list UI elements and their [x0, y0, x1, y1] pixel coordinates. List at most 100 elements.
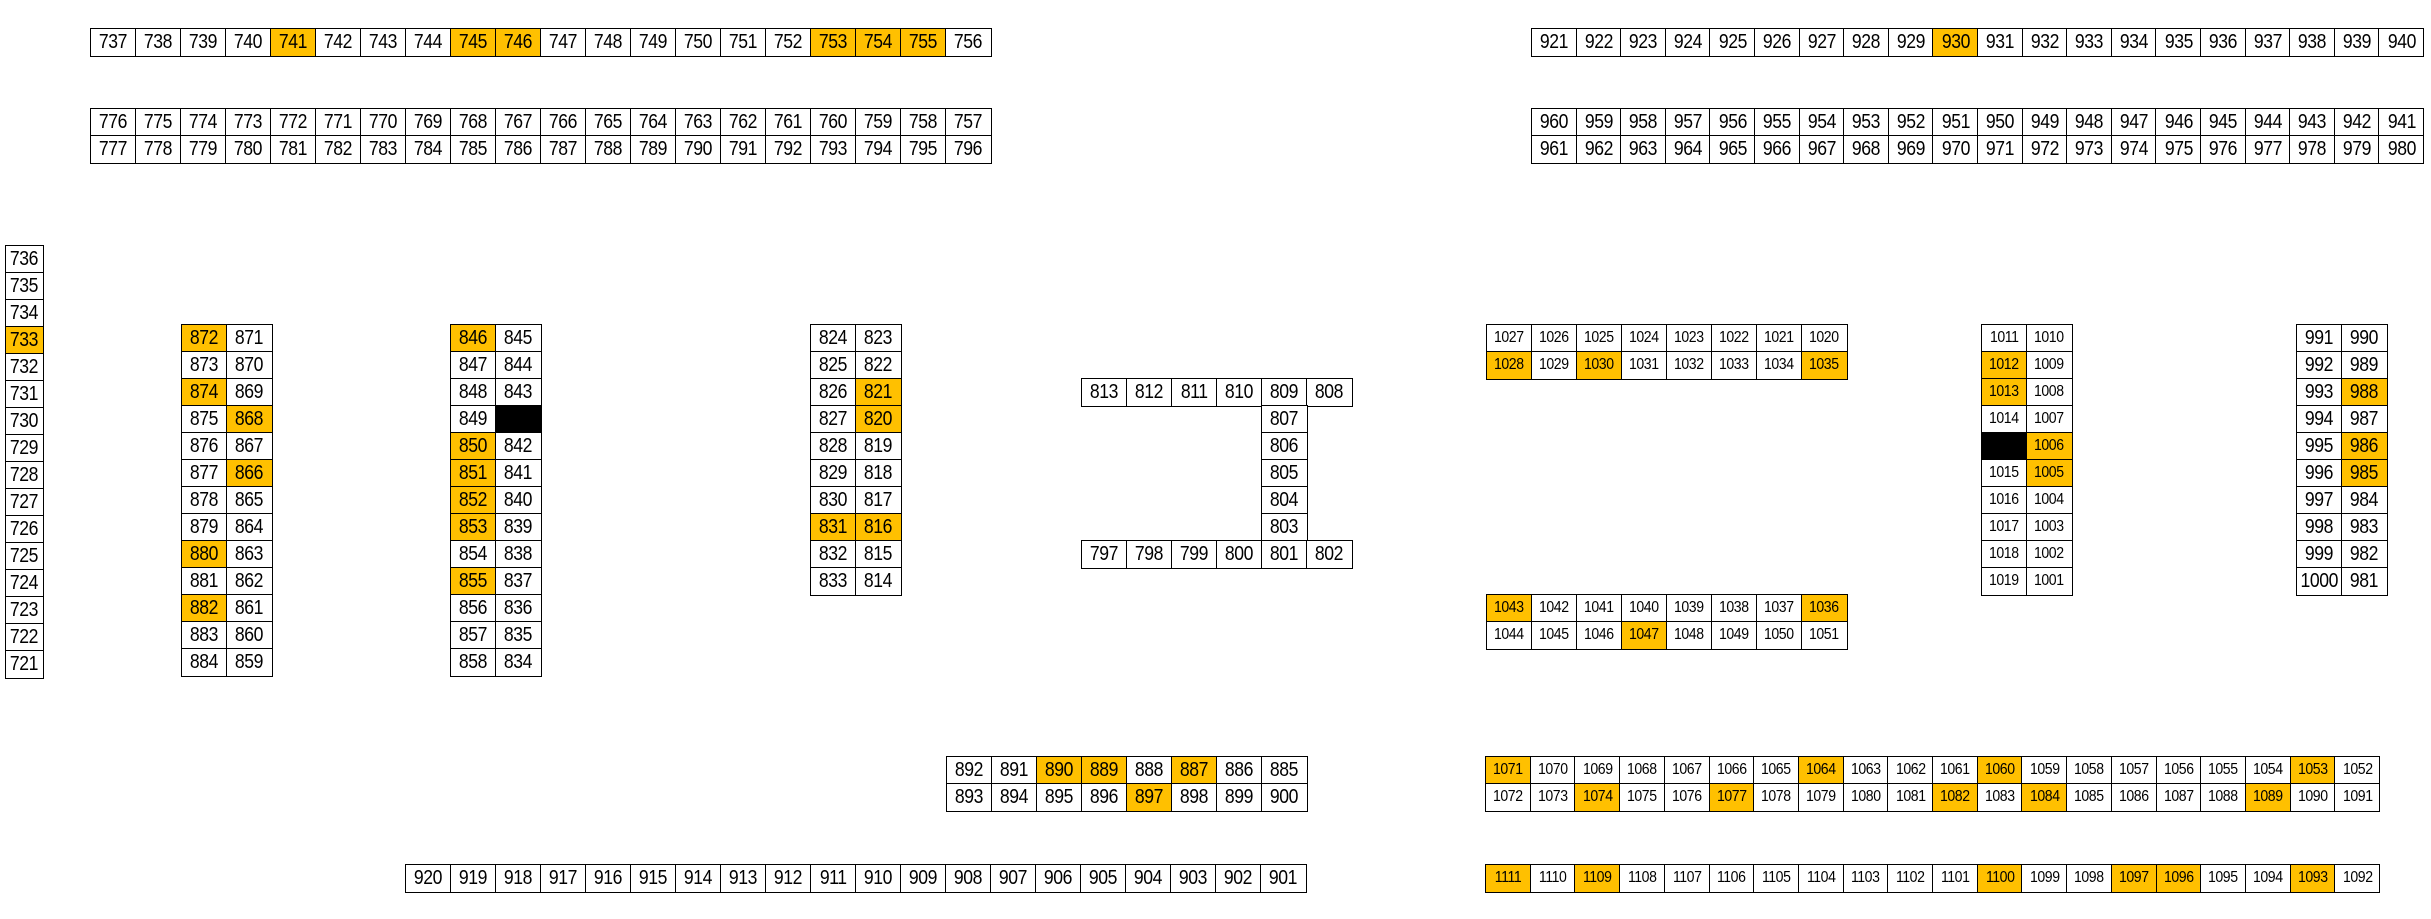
- seat-cell[interactable]: 1090: [2289, 783, 2336, 812]
- seat-cell[interactable]: 728: [5, 461, 44, 490]
- seat-cell[interactable]: 865: [226, 486, 273, 515]
- seat-cell[interactable]: 847: [450, 351, 497, 380]
- seat-cell-highlighted[interactable]: 882: [181, 594, 228, 623]
- seat-cell[interactable]: 808: [1306, 378, 1353, 407]
- seat-cell[interactable]: 1105: [1753, 864, 1800, 893]
- seat-cell[interactable]: 768: [450, 108, 497, 137]
- seat-cell[interactable]: 744: [405, 28, 452, 57]
- seat-cell-highlighted[interactable]: 1028: [1486, 351, 1533, 380]
- seat-cell[interactable]: 862: [226, 567, 273, 596]
- seat-cell[interactable]: 1023: [1666, 324, 1713, 353]
- seat-cell[interactable]: 1094: [2244, 864, 2292, 893]
- seat-cell[interactable]: 955: [1754, 108, 1801, 137]
- seat-cell[interactable]: 724: [5, 569, 44, 598]
- seat-cell[interactable]: 927: [1798, 28, 1845, 57]
- seat-cell[interactable]: 774: [180, 108, 227, 137]
- seat-cell[interactable]: 950: [1977, 108, 2024, 137]
- seat-cell[interactable]: 903: [1170, 864, 1217, 893]
- seat-cell[interactable]: 915: [630, 864, 677, 893]
- seat-cell[interactable]: 1011: [1981, 324, 2028, 353]
- seat-cell[interactable]: 802: [1306, 540, 1353, 569]
- seat-cell-highlighted[interactable]: 741: [270, 28, 317, 57]
- seat-cell[interactable]: 971: [1977, 135, 2024, 164]
- seat-cell[interactable]: 1029: [1531, 351, 1578, 380]
- seat-cell[interactable]: 848: [450, 378, 497, 407]
- seat-cell[interactable]: 794: [855, 135, 902, 164]
- seat-cell[interactable]: 1085: [2066, 783, 2113, 812]
- seat-cell[interactable]: 960: [1531, 108, 1578, 137]
- seat-cell[interactable]: 739: [180, 28, 227, 57]
- seat-cell[interactable]: 786: [495, 135, 542, 164]
- seat-cell[interactable]: 756: [945, 28, 992, 57]
- seat-cell-highlighted[interactable]: 1074: [1574, 783, 1621, 812]
- seat-cell[interactable]: 895: [1036, 783, 1083, 812]
- seat-cell[interactable]: 798: [1126, 540, 1173, 569]
- seat-cell[interactable]: 1037: [1756, 594, 1803, 623]
- seat-cell[interactable]: 1070: [1529, 756, 1576, 785]
- seat-cell[interactable]: 1015: [1981, 459, 2028, 488]
- seat-cell[interactable]: 1106: [1708, 864, 1755, 893]
- seat-cell[interactable]: 977: [2244, 135, 2291, 164]
- seat-cell[interactable]: 885: [1261, 756, 1308, 785]
- seat-cell[interactable]: 766: [540, 108, 587, 137]
- seat-cell[interactable]: 765: [585, 108, 632, 137]
- seat-cell[interactable]: 1102: [1887, 864, 1934, 893]
- seat-cell-highlighted[interactable]: 985: [2341, 459, 2388, 488]
- seat-cell[interactable]: 884: [181, 648, 228, 677]
- seat-cell[interactable]: 1019: [1981, 567, 2028, 596]
- seat-cell[interactable]: 783: [360, 135, 407, 164]
- seat-cell[interactable]: 730: [5, 407, 44, 436]
- seat-cell-highlighted[interactable]: 1043: [1486, 594, 1533, 623]
- seat-cell[interactable]: 996: [2296, 459, 2343, 488]
- seat-cell[interactable]: 923: [1620, 28, 1667, 57]
- seat-cell[interactable]: 769: [405, 108, 452, 137]
- seat-cell-highlighted[interactable]: 1030: [1576, 351, 1623, 380]
- seat-cell[interactable]: 969: [1887, 135, 1934, 164]
- seat-cell[interactable]: 999: [2296, 540, 2343, 569]
- seat-cell[interactable]: 1061: [1932, 756, 1979, 785]
- seat-cell[interactable]: 1108: [1619, 864, 1666, 893]
- seat-cell-highlighted[interactable]: 1006: [2026, 432, 2073, 461]
- seat-cell[interactable]: 727: [5, 488, 44, 517]
- seat-cell[interactable]: 763: [675, 108, 722, 137]
- seat-cell[interactable]: 1031: [1621, 351, 1668, 380]
- seat-cell[interactable]: 1062: [1887, 756, 1934, 785]
- seat-cell[interactable]: 877: [181, 459, 228, 488]
- seat-cell-highlighted[interactable]: 1035: [1801, 351, 1848, 380]
- seat-cell[interactable]: 888: [1126, 756, 1173, 785]
- seat-cell[interactable]: 780: [225, 135, 272, 164]
- seat-cell[interactable]: 857: [450, 621, 497, 650]
- seat-cell[interactable]: 959: [1575, 108, 1622, 137]
- seat-cell[interactable]: 844: [495, 351, 542, 380]
- seat-cell-highlighted[interactable]: 820: [855, 405, 902, 434]
- seat-cell[interactable]: 1032: [1666, 351, 1713, 380]
- seat-cell[interactable]: 873: [181, 351, 228, 380]
- seat-cell[interactable]: 963: [1620, 135, 1667, 164]
- seat-cell[interactable]: 836: [495, 594, 542, 623]
- seat-cell[interactable]: 905: [1080, 864, 1127, 893]
- seat-cell[interactable]: 735: [5, 272, 44, 301]
- seat-cell[interactable]: 1050: [1756, 621, 1803, 650]
- seat-cell-highlighted[interactable]: 1093: [2289, 864, 2336, 893]
- seat-cell[interactable]: 809: [1261, 378, 1308, 407]
- seat-cell[interactable]: 973: [2066, 135, 2113, 164]
- seat-cell[interactable]: 909: [900, 864, 947, 893]
- seat-cell[interactable]: 907: [990, 864, 1037, 893]
- seat-cell[interactable]: 859: [226, 648, 273, 677]
- seat-cell[interactable]: 1009: [2026, 351, 2073, 380]
- seat-cell[interactable]: 738: [135, 28, 182, 57]
- seat-cell[interactable]: 1027: [1486, 324, 1533, 353]
- seat-cell[interactable]: 777: [90, 135, 137, 164]
- seat-cell[interactable]: 773: [225, 108, 272, 137]
- seat-cell-highlighted[interactable]: 887: [1171, 756, 1218, 785]
- seat-cell[interactable]: 861: [226, 594, 273, 623]
- seat-cell[interactable]: 1052: [2334, 756, 2381, 785]
- seat-cell[interactable]: 1104: [1797, 864, 1845, 893]
- seat-cell[interactable]: 908: [945, 864, 992, 893]
- seat-cell[interactable]: 1034: [1756, 351, 1803, 380]
- seat-cell[interactable]: 968: [1843, 135, 1890, 164]
- seat-cell[interactable]: 832: [810, 540, 857, 569]
- seat-cell[interactable]: 805: [1261, 459, 1308, 488]
- seat-cell[interactable]: 782: [315, 135, 362, 164]
- seat-cell[interactable]: 928: [1843, 28, 1890, 57]
